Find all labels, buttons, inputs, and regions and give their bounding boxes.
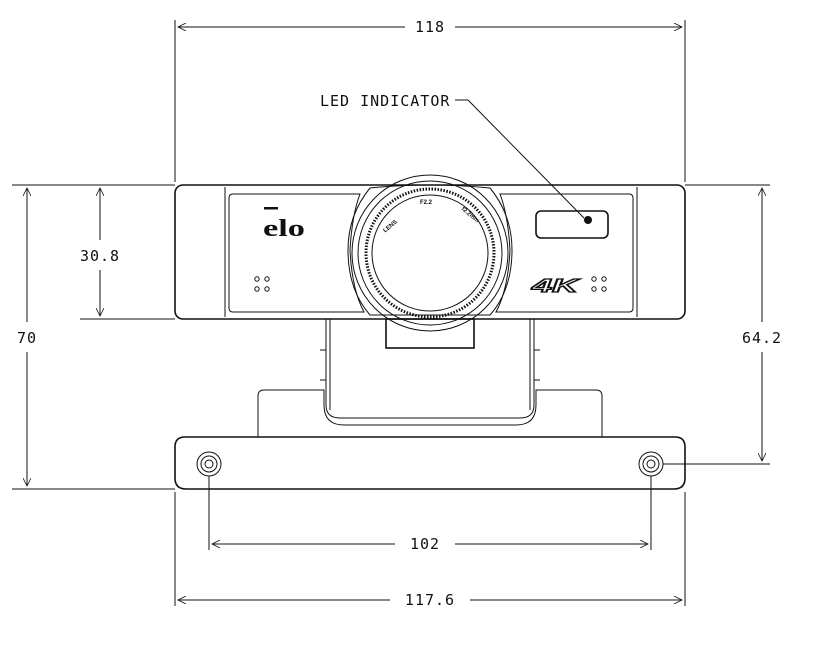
dimension-117-6-label: 117.6 xyxy=(405,591,455,609)
dimension-118-label: 118 xyxy=(415,18,445,36)
led-callout: LED INDICATOR xyxy=(320,92,585,219)
lens: LENS F2.2 f2.2mm xyxy=(351,174,509,332)
logo-text: elo xyxy=(263,216,305,242)
dimension-overall-width: 118 xyxy=(174,18,686,182)
lens-mark-aperture: F2.2 xyxy=(420,200,433,206)
dimension-hole-spacing: 102 xyxy=(208,476,652,553)
lens-mark-focal: f2.2mm xyxy=(460,206,480,224)
led-indicator xyxy=(535,210,609,239)
dimension-base-width: 117.6 xyxy=(174,492,686,609)
led-callout-label: LED INDICATOR xyxy=(320,92,450,110)
dimension-total-height: 70 xyxy=(12,184,175,490)
dimension-body-height: 30.8 xyxy=(80,184,175,320)
dimension-30-8-label: 30.8 xyxy=(80,247,120,265)
mic-holes-left xyxy=(254,276,270,292)
brand-logo: elo xyxy=(263,207,305,242)
mic-holes-right xyxy=(591,276,607,292)
mount-base xyxy=(174,436,686,490)
lens-mark-lens: LENS xyxy=(383,219,399,234)
resolution-badge: 4K xyxy=(530,276,582,296)
mount-bracket xyxy=(257,389,603,437)
dimension-mount-height: 64.2 xyxy=(663,184,782,465)
dimension-64-2-label: 64.2 xyxy=(742,329,782,347)
dimension-102-label: 102 xyxy=(410,535,440,553)
mount-hinge xyxy=(320,318,540,419)
dimension-70-label: 70 xyxy=(17,329,37,347)
